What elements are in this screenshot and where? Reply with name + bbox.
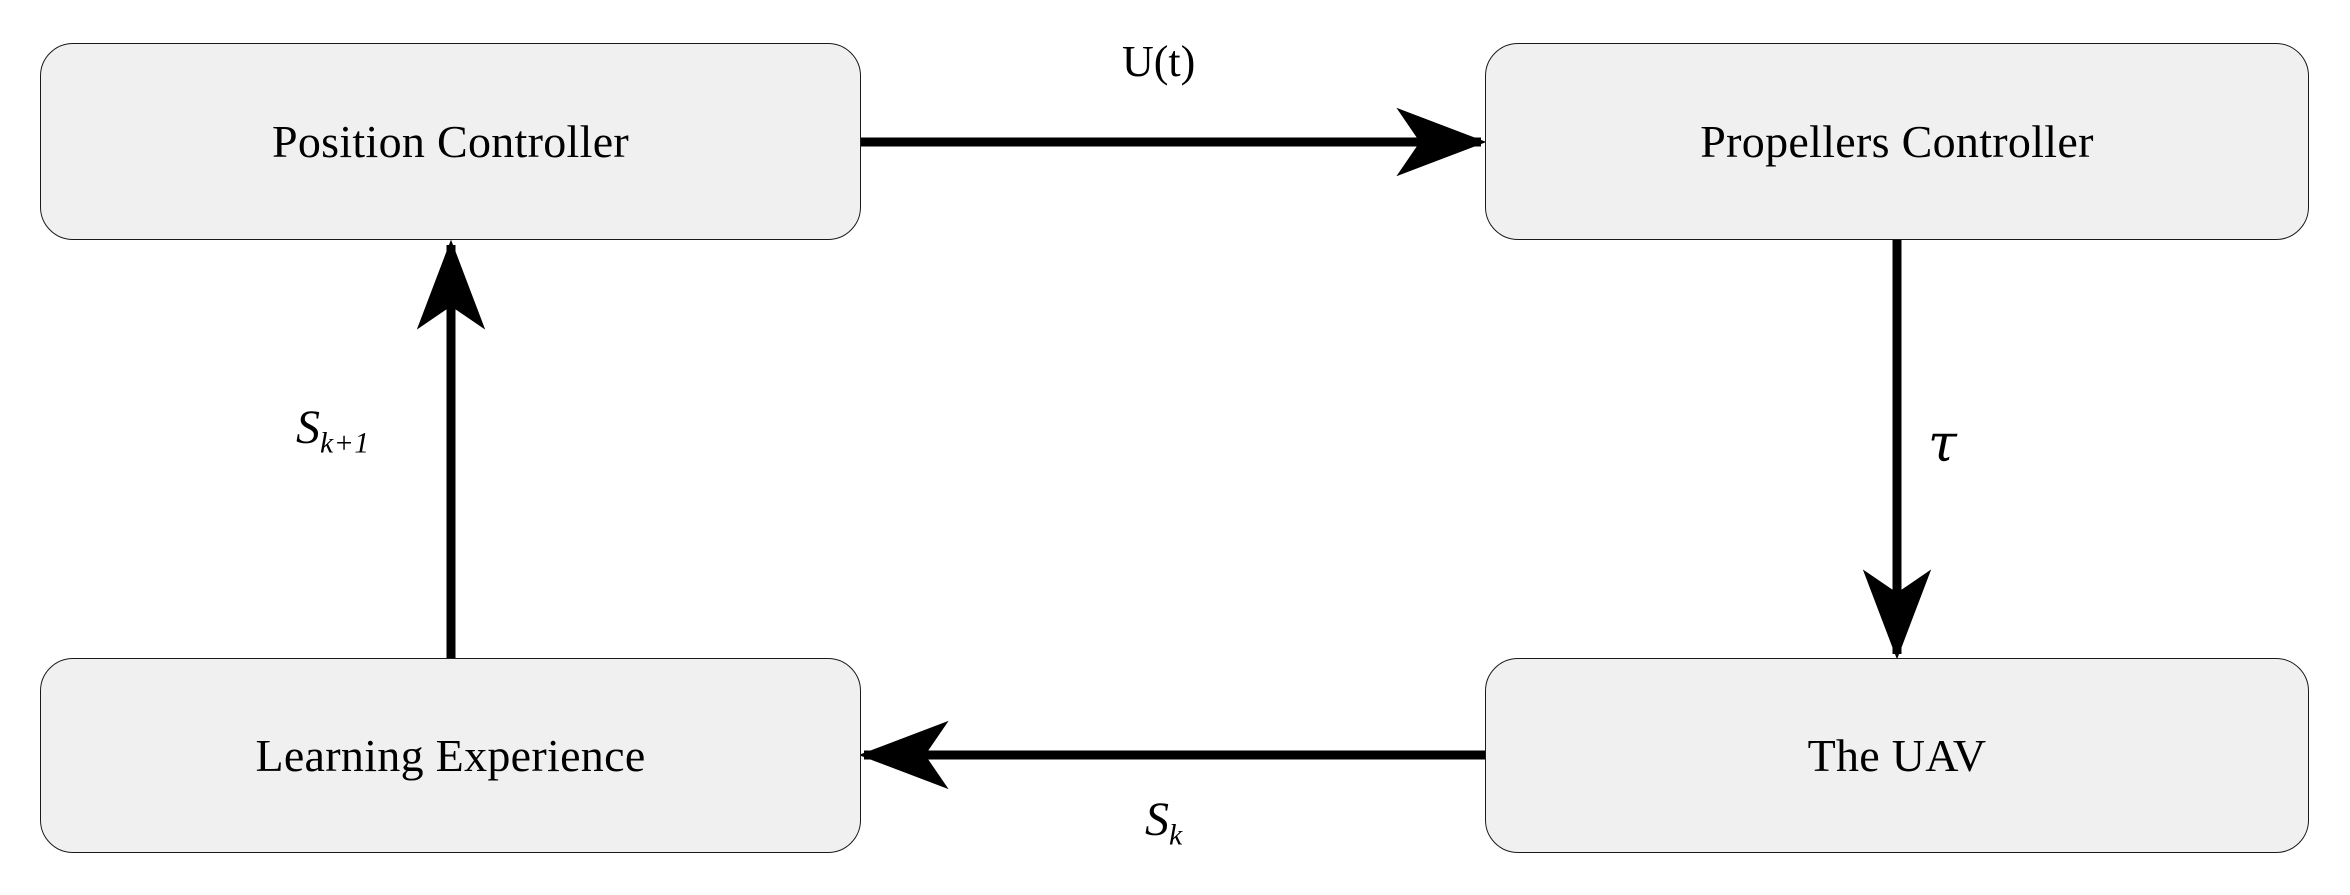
- edge-label-sk-base: S: [1145, 793, 1169, 846]
- edge-label-sk: Sk: [1145, 796, 1183, 850]
- node-position-controller-label: Position Controller: [271, 115, 630, 167]
- edge-label-skp1-subscript: k+1: [320, 426, 370, 460]
- edge-label-sk-subscript: k: [1169, 818, 1183, 852]
- node-position-controller[interactable]: Position Controller: [40, 43, 861, 240]
- edge-label-ut: U(t): [1122, 37, 1196, 86]
- edge-label-skp1-base: S: [296, 401, 320, 454]
- node-learning-experience-label: Learning Experience: [255, 729, 646, 781]
- edge-label-tau: τ: [1928, 414, 1957, 474]
- node-propellers-controller-label: Propellers Controller: [1700, 115, 2094, 167]
- node-propellers-controller[interactable]: Propellers Controller: [1485, 43, 2309, 240]
- node-uav[interactable]: The UAV: [1485, 658, 2309, 853]
- edge-label-skp1: Sk+1: [296, 404, 370, 458]
- node-uav-label: The UAV: [1807, 729, 1987, 781]
- node-learning-experience[interactable]: Learning Experience: [40, 658, 861, 853]
